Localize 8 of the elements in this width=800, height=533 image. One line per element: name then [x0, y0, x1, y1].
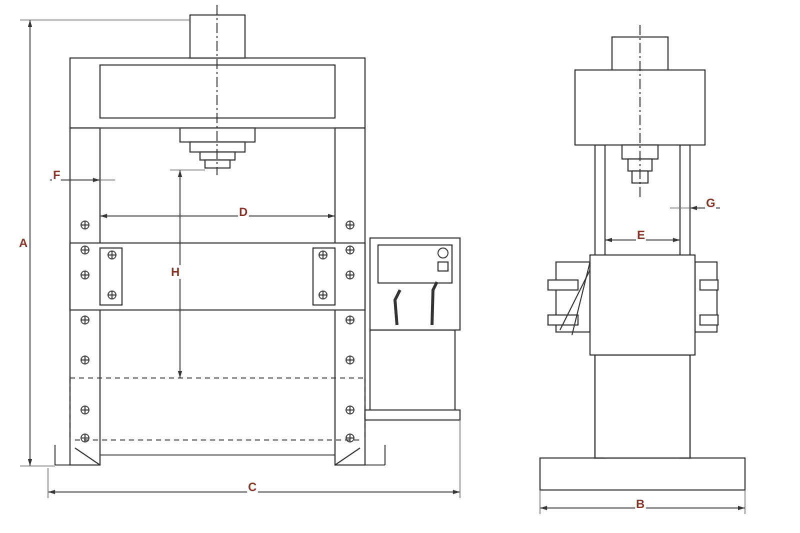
dimension-label: C — [247, 480, 258, 494]
dimension-label: F — [52, 168, 62, 182]
dimension-label: A — [18, 236, 29, 250]
dimension-label: H — [170, 265, 181, 279]
dimension-label: G — [705, 196, 716, 210]
dimension-label: D — [238, 205, 249, 219]
dimension-label: B — [635, 497, 646, 511]
dimension-label: E — [636, 228, 646, 242]
